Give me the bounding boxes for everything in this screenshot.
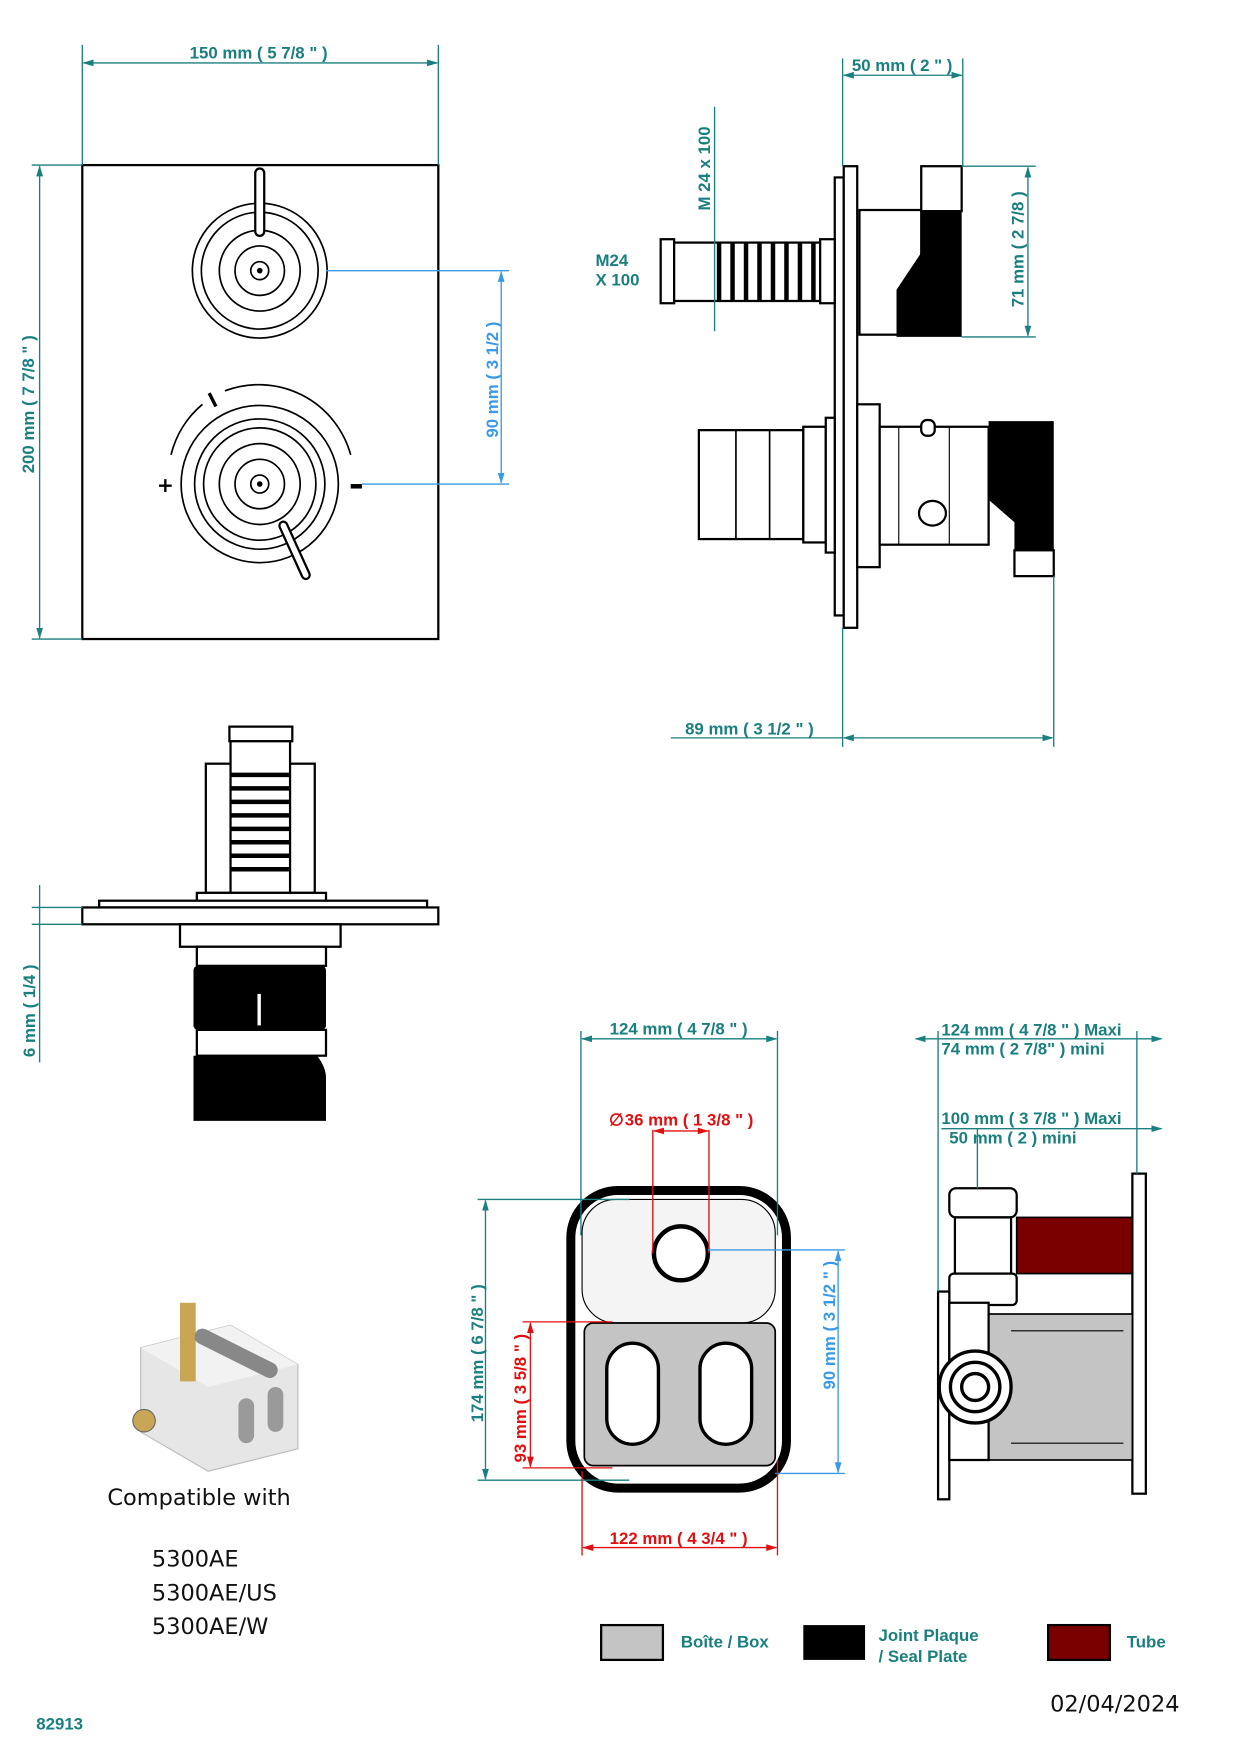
upper-handle — [896, 211, 962, 337]
plus-icon: + — [157, 473, 174, 497]
legend-swatch-tube — [1047, 1623, 1112, 1662]
legend-label-seal-2: / Seal Plate — [879, 1647, 968, 1666]
upper-knob — [191, 167, 328, 339]
side-plate — [842, 165, 859, 629]
dim-box-height: 174 mm ( 6 7/8 " ) — [468, 1284, 487, 1422]
legend-swatch-box — [600, 1623, 665, 1662]
side-view: 50 mm ( 2 " ) 71 mm ( 2 7/8 ) M 24 x 100… — [596, 56, 1055, 747]
tube — [1015, 1216, 1134, 1275]
dim-thread-vertical: M 24 x 100 — [695, 126, 714, 210]
legend-label-seal-1: Joint Plaque — [879, 1626, 979, 1645]
lower-knob: + — [157, 383, 362, 581]
box-side-view: 124 mm ( 4 7/8 " ) Maxi 74 mm ( 2 7/8" )… — [914, 1020, 1163, 1501]
legend-label-box: Boîte / Box — [681, 1633, 770, 1652]
product-code: 82913 — [36, 1715, 83, 1734]
dim-box-inner-depth-min: 50 mm ( 2 ) mini — [949, 1128, 1076, 1147]
dim-plate-thickness: 6 mm ( 1/4 ) — [20, 964, 39, 1057]
dim-box-inner-width: 122 mm ( 4 3/4 " ) — [610, 1529, 748, 1548]
dim-hole-diameter: 36 mm ( 1 3/8 " ) — [625, 1110, 754, 1129]
compatible-label: Compatible with — [107, 1485, 290, 1511]
minus-icon — [350, 484, 362, 489]
diameter-icon: ∅ — [609, 1110, 624, 1129]
dim-knob-spacing: 90 mm ( 3 1/2 ) — [483, 322, 502, 438]
dim-side-depth-total: 89 mm ( 3 1/2 " ) — [685, 719, 814, 738]
upper-lever — [254, 167, 266, 237]
drawing-date: 02/04/2024 — [1050, 1692, 1179, 1718]
dim-front-height: 200 mm ( 7 7/8 " ) — [19, 335, 38, 473]
front-view: + 150 mm ( 5 7/8 " ) 200 mm ( 7 7/8 " ) … — [19, 43, 510, 641]
lower-handle — [988, 421, 1054, 551]
legend: Boîte / Box Joint Plaque / Seal Plate Tu… — [600, 1623, 1166, 1666]
legend-swatch-seal — [803, 1625, 866, 1660]
dim-box-depth-max: 124 mm ( 4 7/8 " ) Maxi — [941, 1020, 1121, 1039]
compatible-box-photo — [132, 1302, 299, 1472]
dim-box-inner-depth-max: 100 mm ( 3 7/8 " ) Maxi — [941, 1109, 1121, 1128]
dim-front-width: 150 mm ( 5 7/8 " ) — [190, 43, 328, 62]
model-item: 5300AE — [152, 1547, 239, 1573]
legend-label-tube: Tube — [1127, 1633, 1166, 1652]
dim-side-depth-top: 50 mm ( 2 " ) — [852, 56, 953, 75]
model-item: 5300AE/W — [152, 1614, 268, 1640]
model-item: 5300AE/US — [152, 1580, 277, 1606]
dim-handle-height: 71 mm ( 2 7/8 ) — [1008, 191, 1027, 307]
dim-box-hole-offset: 90 mm ( 3 1/2 " ) — [820, 1261, 839, 1390]
dim-box-depth-min: 74 mm ( 2 7/8" ) mini — [941, 1040, 1104, 1059]
dim-box-width: 124 mm ( 4 7/8 " ) — [610, 1019, 748, 1038]
box-front-view: 124 mm ( 4 7/8 " ) ∅ 36 mm ( 1 3/8 " ) 1… — [468, 1019, 845, 1556]
trim-plate — [81, 163, 440, 641]
top-view: 6 mm ( 1/4 ) — [20, 725, 440, 1121]
thread-label-1: M24 — [596, 251, 629, 270]
thread-label-2: X 100 — [596, 270, 640, 289]
dim-box-lower-height: 93 mm ( 3 5/8 " ) — [511, 1334, 530, 1463]
